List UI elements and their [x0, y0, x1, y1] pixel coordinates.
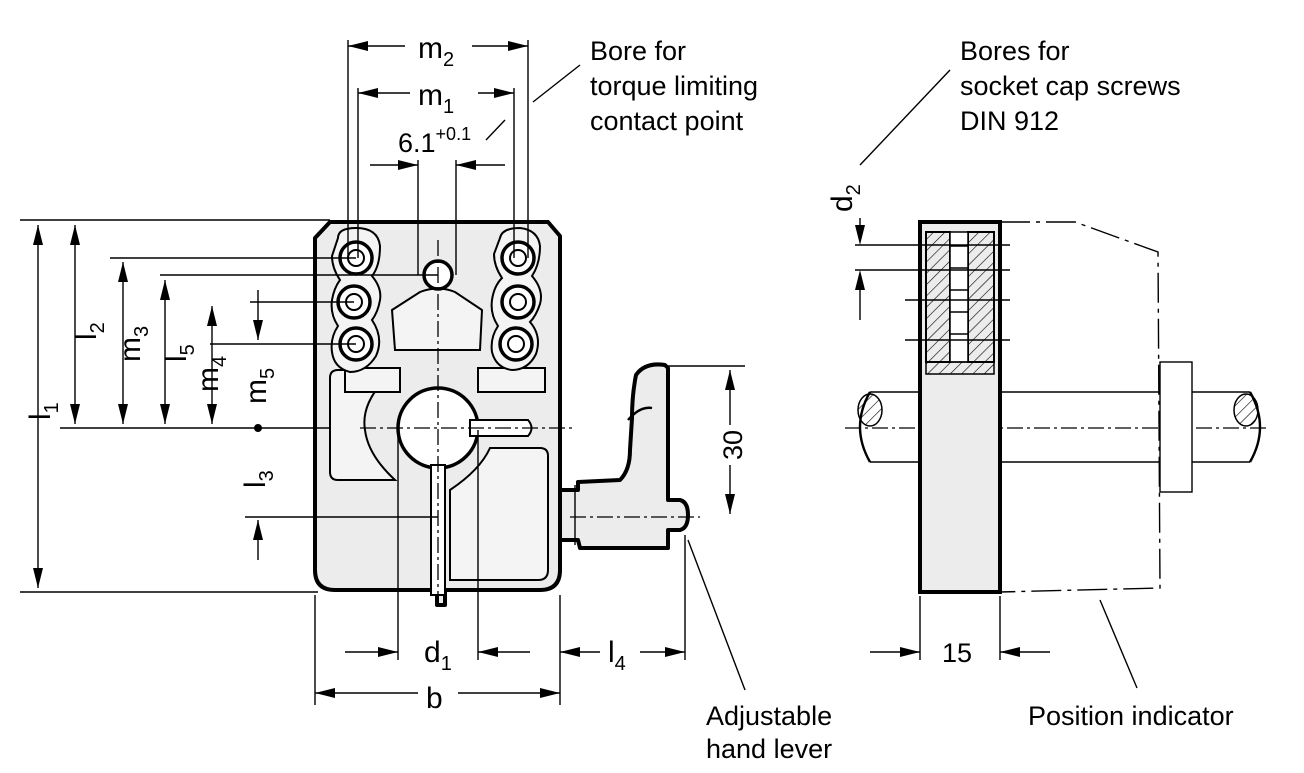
leader-position-indicator	[1099, 599, 1138, 689]
dim-lever-height: 30	[718, 430, 748, 460]
screw-hole-inner	[509, 249, 527, 267]
datum-point	[254, 424, 262, 432]
callout-bores-screws-line1: Bores for	[960, 36, 1070, 66]
screw-section-left	[925, 231, 951, 363]
screw-steps	[950, 245, 968, 335]
shaft-section-left	[857, 393, 883, 427]
dim-bore-width: 6.1+0.1	[398, 124, 471, 158]
callout-bore-torque-line2: torque limiting	[590, 71, 758, 101]
hand-lever	[558, 362, 690, 550]
lever-grip-line	[627, 406, 653, 421]
dim-m2: m2	[418, 32, 454, 71]
callout-adjustable-lever-line2: hand lever	[706, 734, 832, 764]
arrowheads-side	[855, 225, 1020, 657]
dim-m3: m3	[114, 326, 153, 362]
callout-bores-screws-line2: socket cap screws	[960, 71, 1181, 101]
callout-bore-torque-line3: contact point	[590, 106, 744, 136]
dim-l2: l2	[70, 322, 109, 340]
leader-bore-torque	[532, 64, 581, 103]
arrowheads-front	[33, 41, 735, 698]
dim-l1: l1	[24, 402, 63, 420]
screw-section-right	[967, 231, 995, 363]
leader-bore-torque-short	[485, 119, 506, 141]
dim-b: b	[426, 682, 443, 715]
leader-hand-lever	[687, 539, 746, 691]
extension-lines-front	[20, 40, 745, 705]
callout-bore-torque-line1: Bore for	[590, 36, 686, 66]
leader-bores-screws	[859, 69, 951, 166]
side-view	[845, 69, 1270, 689]
dim-m5: m5	[240, 368, 279, 404]
dim-l3: l3	[239, 470, 278, 488]
inner-recess-right	[449, 447, 549, 581]
screw-hole-inner	[507, 335, 525, 353]
dim-thickness: 15	[942, 638, 972, 668]
indicator-hub	[1159, 361, 1193, 493]
dim-d1: d1	[424, 636, 452, 675]
front-view	[20, 40, 746, 705]
screw-hole-inner	[509, 293, 527, 311]
callout-position-indicator: Position indicator	[1028, 701, 1234, 731]
screw-web	[949, 231, 969, 363]
position-indicator	[999, 221, 1161, 593]
dim-d2: d2	[826, 184, 865, 212]
base-section	[925, 361, 995, 375]
callout-adjustable-lever-line1: Adjustable	[706, 701, 832, 731]
callout-bores-screws-line3: DIN 912	[960, 106, 1059, 136]
dim-m1: m1	[418, 79, 454, 118]
inner-recess-left	[329, 369, 398, 481]
shaft-section-right	[1233, 393, 1259, 427]
dim-l4: l4	[608, 636, 626, 675]
dim-m4: m4	[192, 356, 231, 392]
dim-l5: l5	[160, 344, 199, 362]
